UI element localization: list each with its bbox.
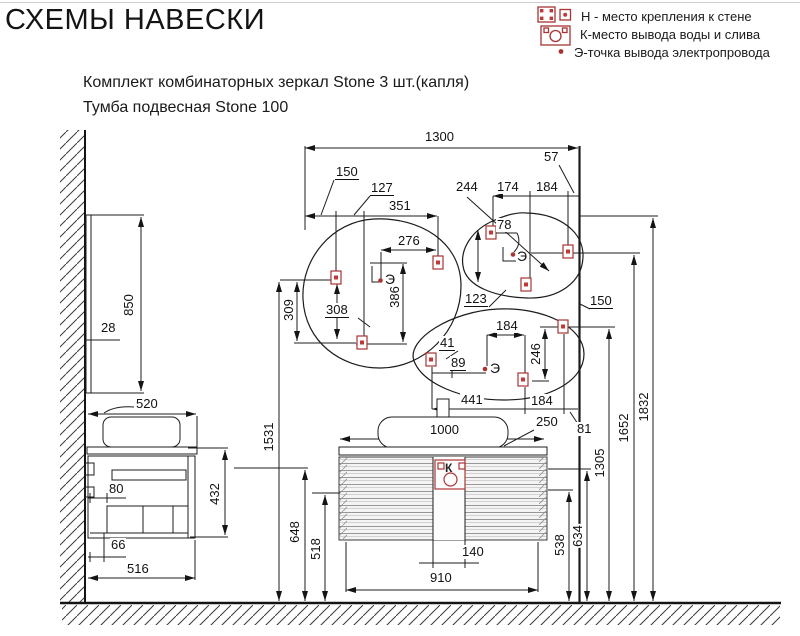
dim-label-538: 538 (552, 533, 567, 557)
dim-label-150-right: 150 (589, 293, 613, 309)
legend-water-label: К-место вывода воды и слива (580, 27, 761, 42)
dim-label-386: 386 (387, 285, 402, 309)
dim-label-150-top: 150 (335, 164, 359, 180)
dim-label-123: 123 (464, 291, 488, 307)
basin-side (102, 416, 181, 448)
dim-label-520: 520 (135, 396, 159, 411)
vanity-front-view (338, 398, 548, 593)
legend-electric-label: Э-точка вывода электропровода (574, 45, 770, 60)
dim-label-80: 80 (108, 481, 125, 496)
mount-points (330, 225, 574, 387)
mount-point (557, 319, 569, 334)
dim-label-184-top: 184 (535, 179, 559, 194)
electric-symbol-letter: Э (490, 360, 501, 376)
electric-symbol-letter: Э (385, 271, 396, 287)
side-view (84, 214, 228, 581)
dim-label-174: 174 (496, 179, 520, 194)
wall-mount-icon (537, 6, 572, 23)
dim-label-516: 516 (126, 561, 150, 576)
countertop-front (338, 446, 548, 456)
wall-bracket (84, 462, 95, 476)
dim-label-351: 351 (388, 198, 412, 213)
subtitle-vanity: Тумба подвесная Stone 100 (83, 99, 289, 116)
mount-point (517, 372, 529, 387)
dim-label-250: 250 (535, 414, 559, 429)
water-outlet-symbol (434, 459, 466, 490)
mirror-internal-dimensions (280, 228, 640, 447)
mount-point (485, 225, 497, 240)
dim-label-441: 441 (460, 392, 484, 407)
mount-point (425, 352, 437, 367)
electric-point-icon (558, 49, 564, 54)
dim-label-648: 648 (287, 520, 302, 544)
dim-label-28: 28 (100, 320, 117, 335)
mirror-side-profile (85, 214, 92, 394)
height-dimensions (234, 215, 658, 601)
electric-point (482, 366, 488, 372)
dim-label-1531: 1531 (261, 421, 276, 453)
water-symbol-letter: К (445, 461, 453, 475)
dim-label-634: 634 (570, 524, 585, 548)
wall-hatch (60, 130, 86, 603)
subtitle-mirrors: Комплект комбинаторных зеркал Stone 3 шт… (83, 74, 470, 91)
dim-label-276: 276 (397, 233, 421, 248)
dim-label-57: 57 (543, 149, 560, 164)
dim-label-89: 89 (450, 355, 467, 371)
dim-label-1300: 1300 (424, 129, 455, 144)
dim-label-1652: 1652 (616, 412, 631, 444)
cabinet-side (87, 455, 196, 539)
dim-label-184-m3: 184 (495, 318, 519, 333)
electric-point (378, 278, 383, 283)
mount-point (562, 244, 574, 259)
countertop-side (86, 446, 198, 455)
legend-mount-label: Н - место крепления к стене (581, 9, 752, 24)
dim-label-518: 518 (308, 537, 323, 561)
dim-label-244: 244 (455, 179, 479, 194)
mount-point (520, 277, 532, 292)
legend-icons (537, 6, 572, 54)
dim-label-1305: 1305 (592, 447, 607, 479)
dim-label-910: 910 (429, 570, 453, 585)
mirror-2-outline (461, 212, 584, 299)
floor-hatch (60, 601, 781, 625)
electric-symbol-letter: Э (517, 248, 528, 264)
dim-label-246: 246 (528, 342, 543, 366)
dim-label-432: 432 (207, 482, 222, 506)
dim-label-308: 308 (325, 302, 349, 318)
mount-point (356, 335, 368, 350)
water-outlet-icon (540, 25, 571, 46)
dim-label-81: 81 (576, 421, 593, 436)
dim-label-140: 140 (461, 544, 485, 559)
dim-label-184-bottom: 184 (530, 393, 554, 408)
mount-point (330, 270, 342, 285)
dim-label-127: 127 (370, 180, 394, 196)
dim-label-850: 850 (121, 293, 136, 317)
electric-point (510, 252, 516, 257)
dim-label-41: 41 (439, 335, 456, 351)
mirror-1-outline (302, 218, 462, 369)
faucet-mount (436, 398, 450, 418)
mirror-3-outline (412, 308, 585, 401)
electric-points (378, 252, 516, 372)
dim-label-66: 66 (110, 537, 127, 552)
dim-label-309: 309 (281, 298, 296, 322)
mount-point (432, 255, 444, 270)
page-top-divider (0, 2, 800, 3)
dim-label-1000: 1000 (429, 422, 460, 437)
page-title: СХЕМЫ НАВЕСКИ (5, 4, 266, 36)
dim-label-78: 78 (496, 217, 513, 232)
dim-label-1832: 1832 (636, 391, 651, 423)
